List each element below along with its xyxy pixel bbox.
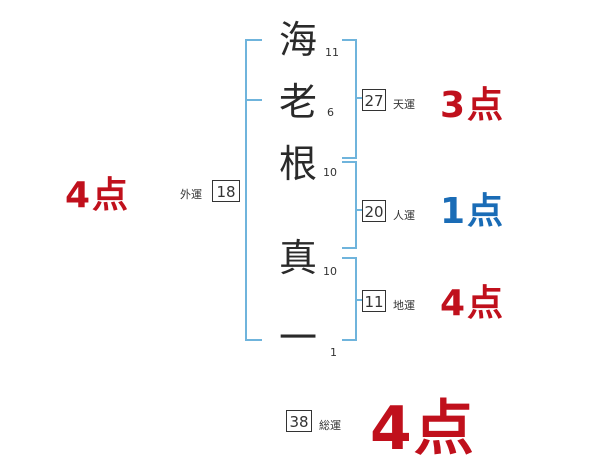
person-fortune-label: 人運: [393, 209, 415, 222]
earth-bracket: [342, 257, 357, 341]
heaven-fortune-label: 天運: [393, 98, 415, 111]
person-fortune-score: 1点: [440, 191, 506, 232]
total-fortune-value: 38: [286, 410, 312, 432]
earth-fortune-value: 11: [362, 290, 386, 312]
heaven-bracket: [342, 39, 357, 159]
stroke-count-2: 6: [327, 106, 334, 119]
stroke-count-3: 10: [323, 166, 337, 179]
name-char-3: 根: [278, 142, 317, 186]
person-bracket: [342, 161, 357, 249]
earth-fortune-label: 地運: [393, 299, 415, 312]
total-fortune-label: 総運: [319, 419, 341, 432]
outer-fortune-score: 4点: [65, 175, 131, 216]
heaven-fortune-value: 27: [362, 89, 386, 111]
outer-bracket: [245, 39, 262, 341]
name-char-2: 老: [278, 80, 317, 124]
name-char-4: 真: [278, 236, 317, 280]
stroke-count-5: 1: [330, 346, 337, 359]
earth-fortune-score: 4点: [440, 283, 506, 324]
name-char-1: 海: [278, 18, 317, 62]
stroke-count-1: 11: [325, 46, 339, 59]
total-fortune-score: 4点: [370, 394, 476, 464]
name-char-5: 一: [278, 316, 317, 360]
outer-fortune-label: 外運: [180, 188, 202, 201]
stroke-count-4: 10: [323, 265, 337, 278]
heaven-fortune-score: 3点: [440, 85, 506, 126]
outer-fortune-value: 18: [212, 180, 240, 202]
person-fortune-value: 20: [362, 200, 386, 222]
